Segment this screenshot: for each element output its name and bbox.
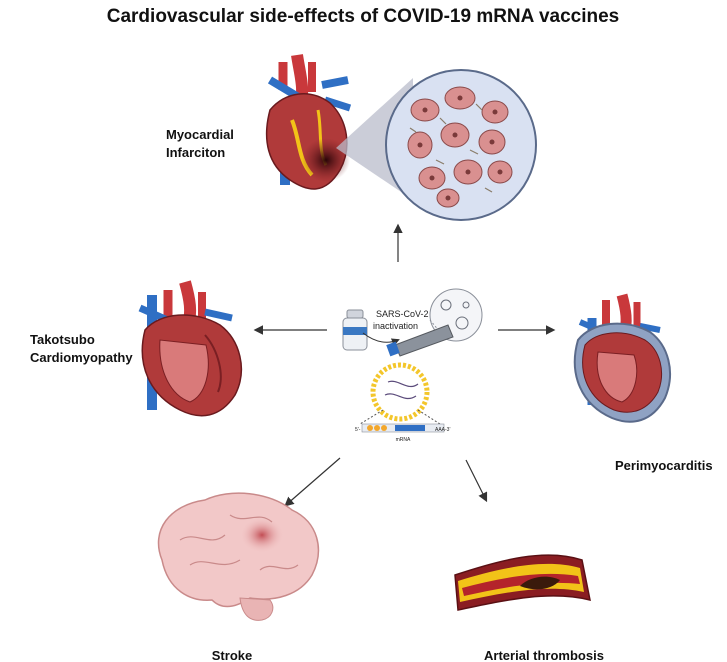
arterial-thrombosis-label: Arterial thrombosis [484, 648, 604, 662]
stroke-label: Stroke [212, 648, 252, 662]
brain-illustration [157, 492, 320, 621]
perimyocarditis-label: Perimyocarditis [615, 458, 713, 473]
mrna-five-prime: 5'- [355, 427, 361, 433]
arrow-to-stroke [284, 457, 341, 507]
inactivation-arrow [362, 332, 400, 346]
arrow-to-arterial-thrombosis [465, 459, 488, 503]
figure-title: Cardiovascular side-effects of COVID-19 … [107, 6, 619, 27]
perimyocarditis-heart-illustration [573, 293, 671, 423]
virus-label-line2: inactivation [373, 321, 418, 331]
myocardial-heart-illustration [265, 54, 352, 190]
thrombus-clot [520, 576, 560, 590]
mrna-strand-icon [361, 423, 445, 433]
lipid-nanoparticle-icon [370, 362, 430, 422]
mrna-three-prime: AAA-3' [435, 427, 450, 433]
artery-illustration [454, 554, 591, 611]
myocardial-label-line2: Infarciton [166, 145, 225, 160]
takotsubo-label-line1: Takotsubo [30, 332, 95, 347]
myocardial-tissue-zoom [385, 69, 537, 221]
mrna-label: mRNA [396, 437, 411, 443]
syringe-icon [386, 324, 454, 357]
vaccine-vial-icon [342, 309, 368, 351]
myocardial-label-line1: Myocardial [166, 127, 234, 142]
virus-label-line1: SARS-CoV-2 [376, 309, 429, 319]
takotsubo-label-line2: Cardiomyopathy [30, 350, 133, 365]
mrna-zoom-lines [359, 409, 441, 425]
takotsubo-heart-illustration [138, 280, 243, 417]
